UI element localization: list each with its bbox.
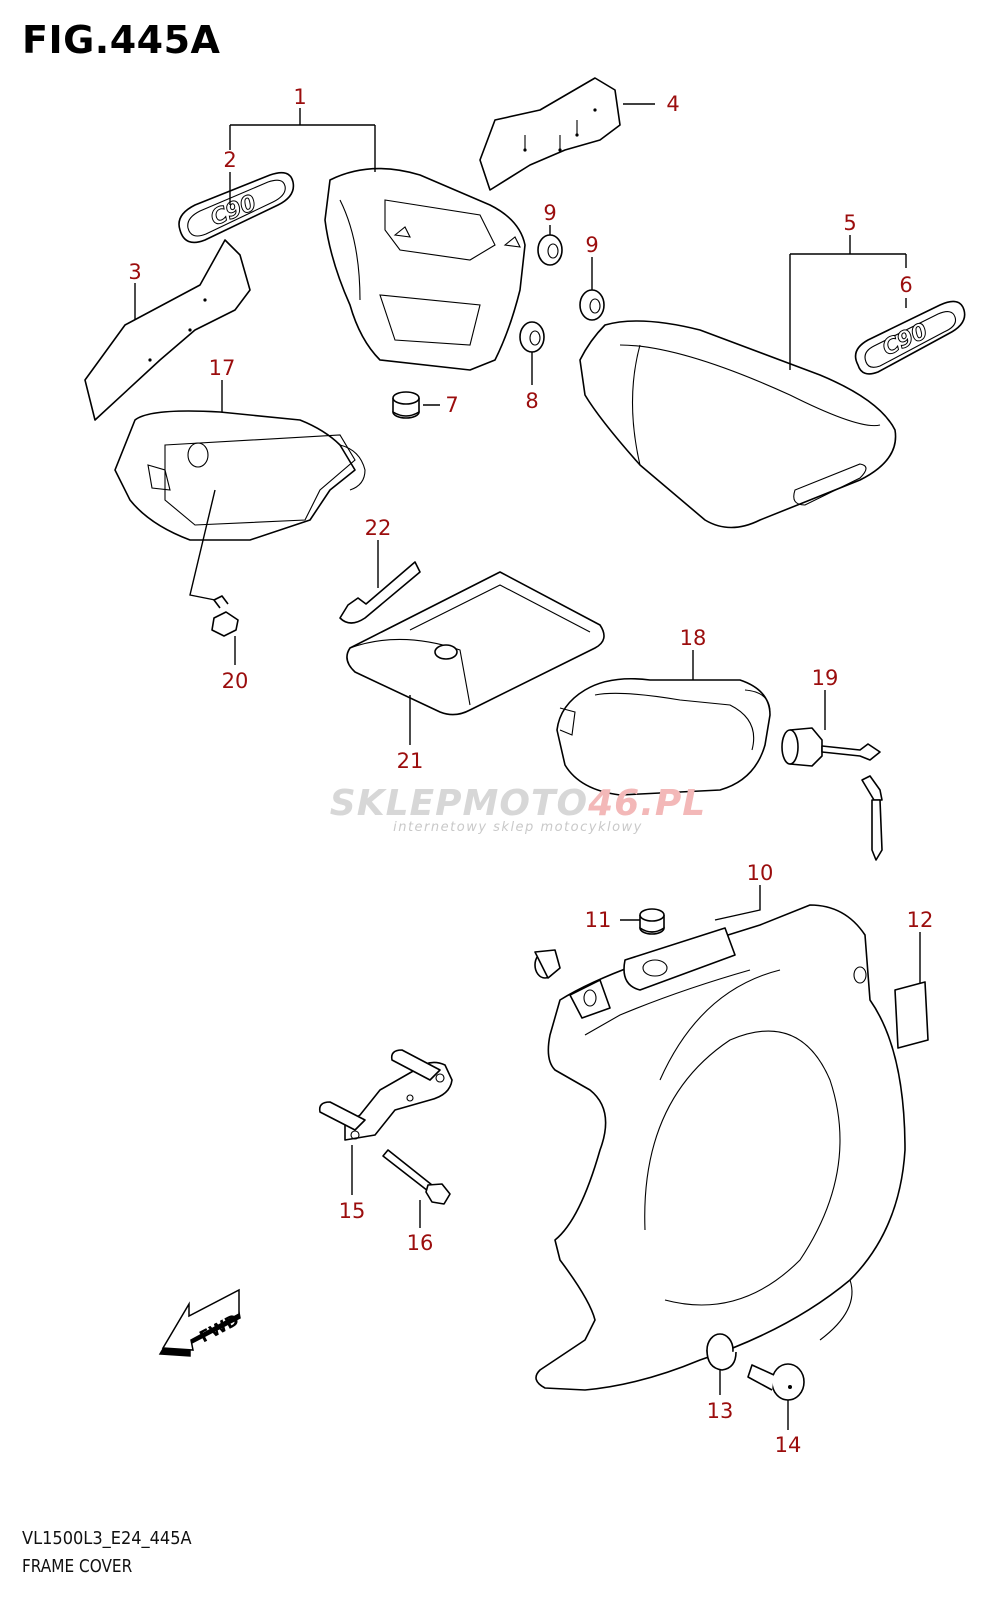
part-19-lock-set[interactable]	[781, 727, 883, 861]
part-20-bolt[interactable]	[211, 595, 239, 637]
part-8-grommet[interactable]	[519, 321, 545, 353]
part-1-frame-cover-left[interactable]	[324, 167, 526, 371]
part-17-box[interactable]	[114, 410, 366, 541]
callout-12: 12	[907, 908, 934, 932]
part-13-cushion[interactable]	[706, 1333, 737, 1371]
callout-15: 15	[339, 1199, 366, 1223]
callout-4: 4	[666, 92, 679, 116]
callout-17: 17	[209, 356, 236, 380]
callout-1: 1	[293, 85, 306, 109]
callouts: 1 2 3 4 5 6 7 8 9 9 10 11 12 13 14 15 16…	[128, 85, 933, 1457]
callout-13: 13	[707, 1399, 734, 1423]
figure-title: FIG.445A	[22, 18, 221, 62]
callout-22: 22	[365, 516, 392, 540]
part-2-emblem[interactable]: C90	[178, 171, 295, 244]
callout-10: 10	[747, 861, 774, 885]
callout-6: 6	[899, 273, 912, 297]
callout-16: 16	[407, 1231, 434, 1255]
figure-code: VL1500L3_E24_445A	[22, 1528, 192, 1549]
callout-11: 11	[585, 908, 612, 932]
callout-18: 18	[680, 626, 707, 650]
part-22-hex-key[interactable]	[339, 561, 421, 624]
callout-bracket-5	[789, 235, 907, 370]
part-11-grommet-b[interactable]	[534, 949, 561, 979]
callout-9b: 9	[585, 233, 598, 257]
callout-7: 7	[445, 393, 458, 417]
part-4-pad[interactable]	[479, 77, 621, 191]
part-9-grommet-a[interactable]	[537, 234, 563, 266]
figure-caption: FRAME COVER	[22, 1556, 133, 1577]
callout-2: 2	[223, 148, 236, 172]
callout-21: 21	[397, 749, 424, 773]
watermark-brand-right: 46.PL	[588, 783, 707, 824]
callout-3: 3	[128, 260, 141, 284]
callout-20: 20	[222, 669, 249, 693]
part-10-lower-cover[interactable]	[535, 904, 906, 1391]
callout-5: 5	[843, 211, 856, 235]
callout-bracket-1	[229, 108, 376, 172]
callout-8: 8	[525, 389, 538, 413]
callout-14: 14	[775, 1433, 802, 1457]
part-14-screw[interactable]	[747, 1363, 805, 1401]
fwd-arrow: FWD	[158, 1288, 242, 1357]
callout-19: 19	[812, 666, 839, 690]
part-9-grommet-b[interactable]	[579, 289, 605, 321]
part-6-emblem[interactable]: C90	[854, 300, 966, 375]
part-21-tool-bag[interactable]	[346, 571, 605, 716]
watermark-brand: SKLEPMOTO46.PL	[318, 783, 718, 824]
part-15-bracket[interactable]	[318, 1049, 453, 1141]
part-3-pad[interactable]	[84, 239, 251, 421]
watermark-brand-left: SKLEPMOTO	[329, 783, 589, 824]
watermark-tagline: internetowy sklep motocyklowy	[393, 820, 643, 835]
part-16-bolt[interactable]	[382, 1149, 451, 1205]
watermark: SKLEPMOTO46.PL internetowy sklep motocyk…	[318, 783, 718, 835]
callout-9a: 9	[543, 201, 556, 225]
part-5-frame-cover-right[interactable]	[579, 320, 897, 529]
part-7-cushion[interactable]	[392, 391, 420, 419]
part-12-label[interactable]	[894, 981, 929, 1049]
part-18-lock-box[interactable]	[556, 677, 771, 796]
part-11-grommet-a[interactable]	[639, 908, 665, 935]
